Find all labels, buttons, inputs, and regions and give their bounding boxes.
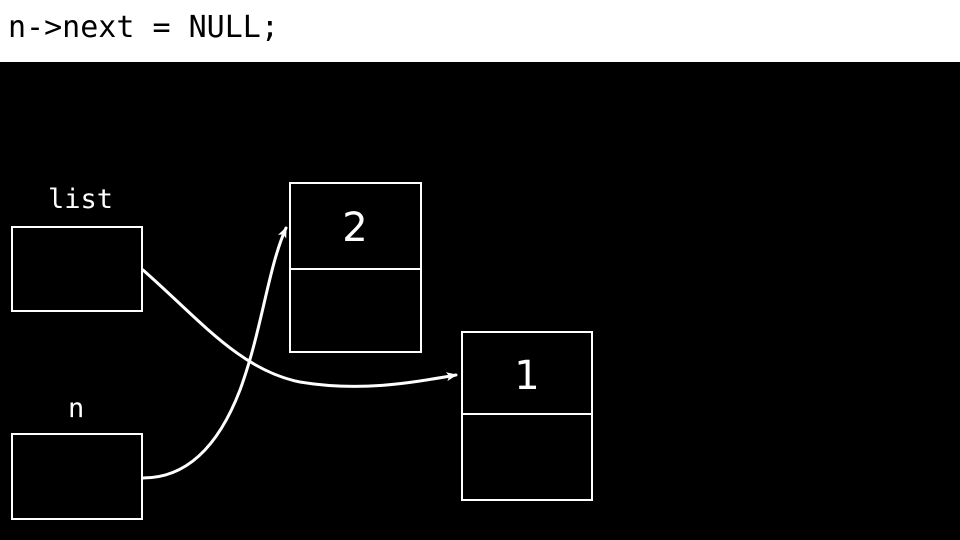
list-box bbox=[11, 226, 143, 312]
pointer-variable-list: list bbox=[11, 184, 143, 312]
node-1: 1 bbox=[461, 331, 593, 501]
node-2-box bbox=[289, 182, 422, 353]
n-box bbox=[11, 433, 143, 520]
node-1-value: 1 bbox=[514, 353, 539, 399]
arrow-list-to-node-1 bbox=[141, 268, 458, 388]
node-1-box bbox=[461, 331, 593, 501]
pointer-label-list: list bbox=[48, 184, 113, 215]
code-statement-text: n->next = NULL; bbox=[8, 10, 279, 45]
code-statement-bar: n->next = NULL; bbox=[0, 0, 960, 62]
arrow-n-to-node-2 bbox=[141, 226, 288, 480]
pointer-label-n: n bbox=[68, 393, 84, 424]
node-2-value: 2 bbox=[342, 205, 367, 251]
pointer-variable-n: n bbox=[11, 393, 143, 520]
node-2: 2 bbox=[289, 182, 422, 353]
